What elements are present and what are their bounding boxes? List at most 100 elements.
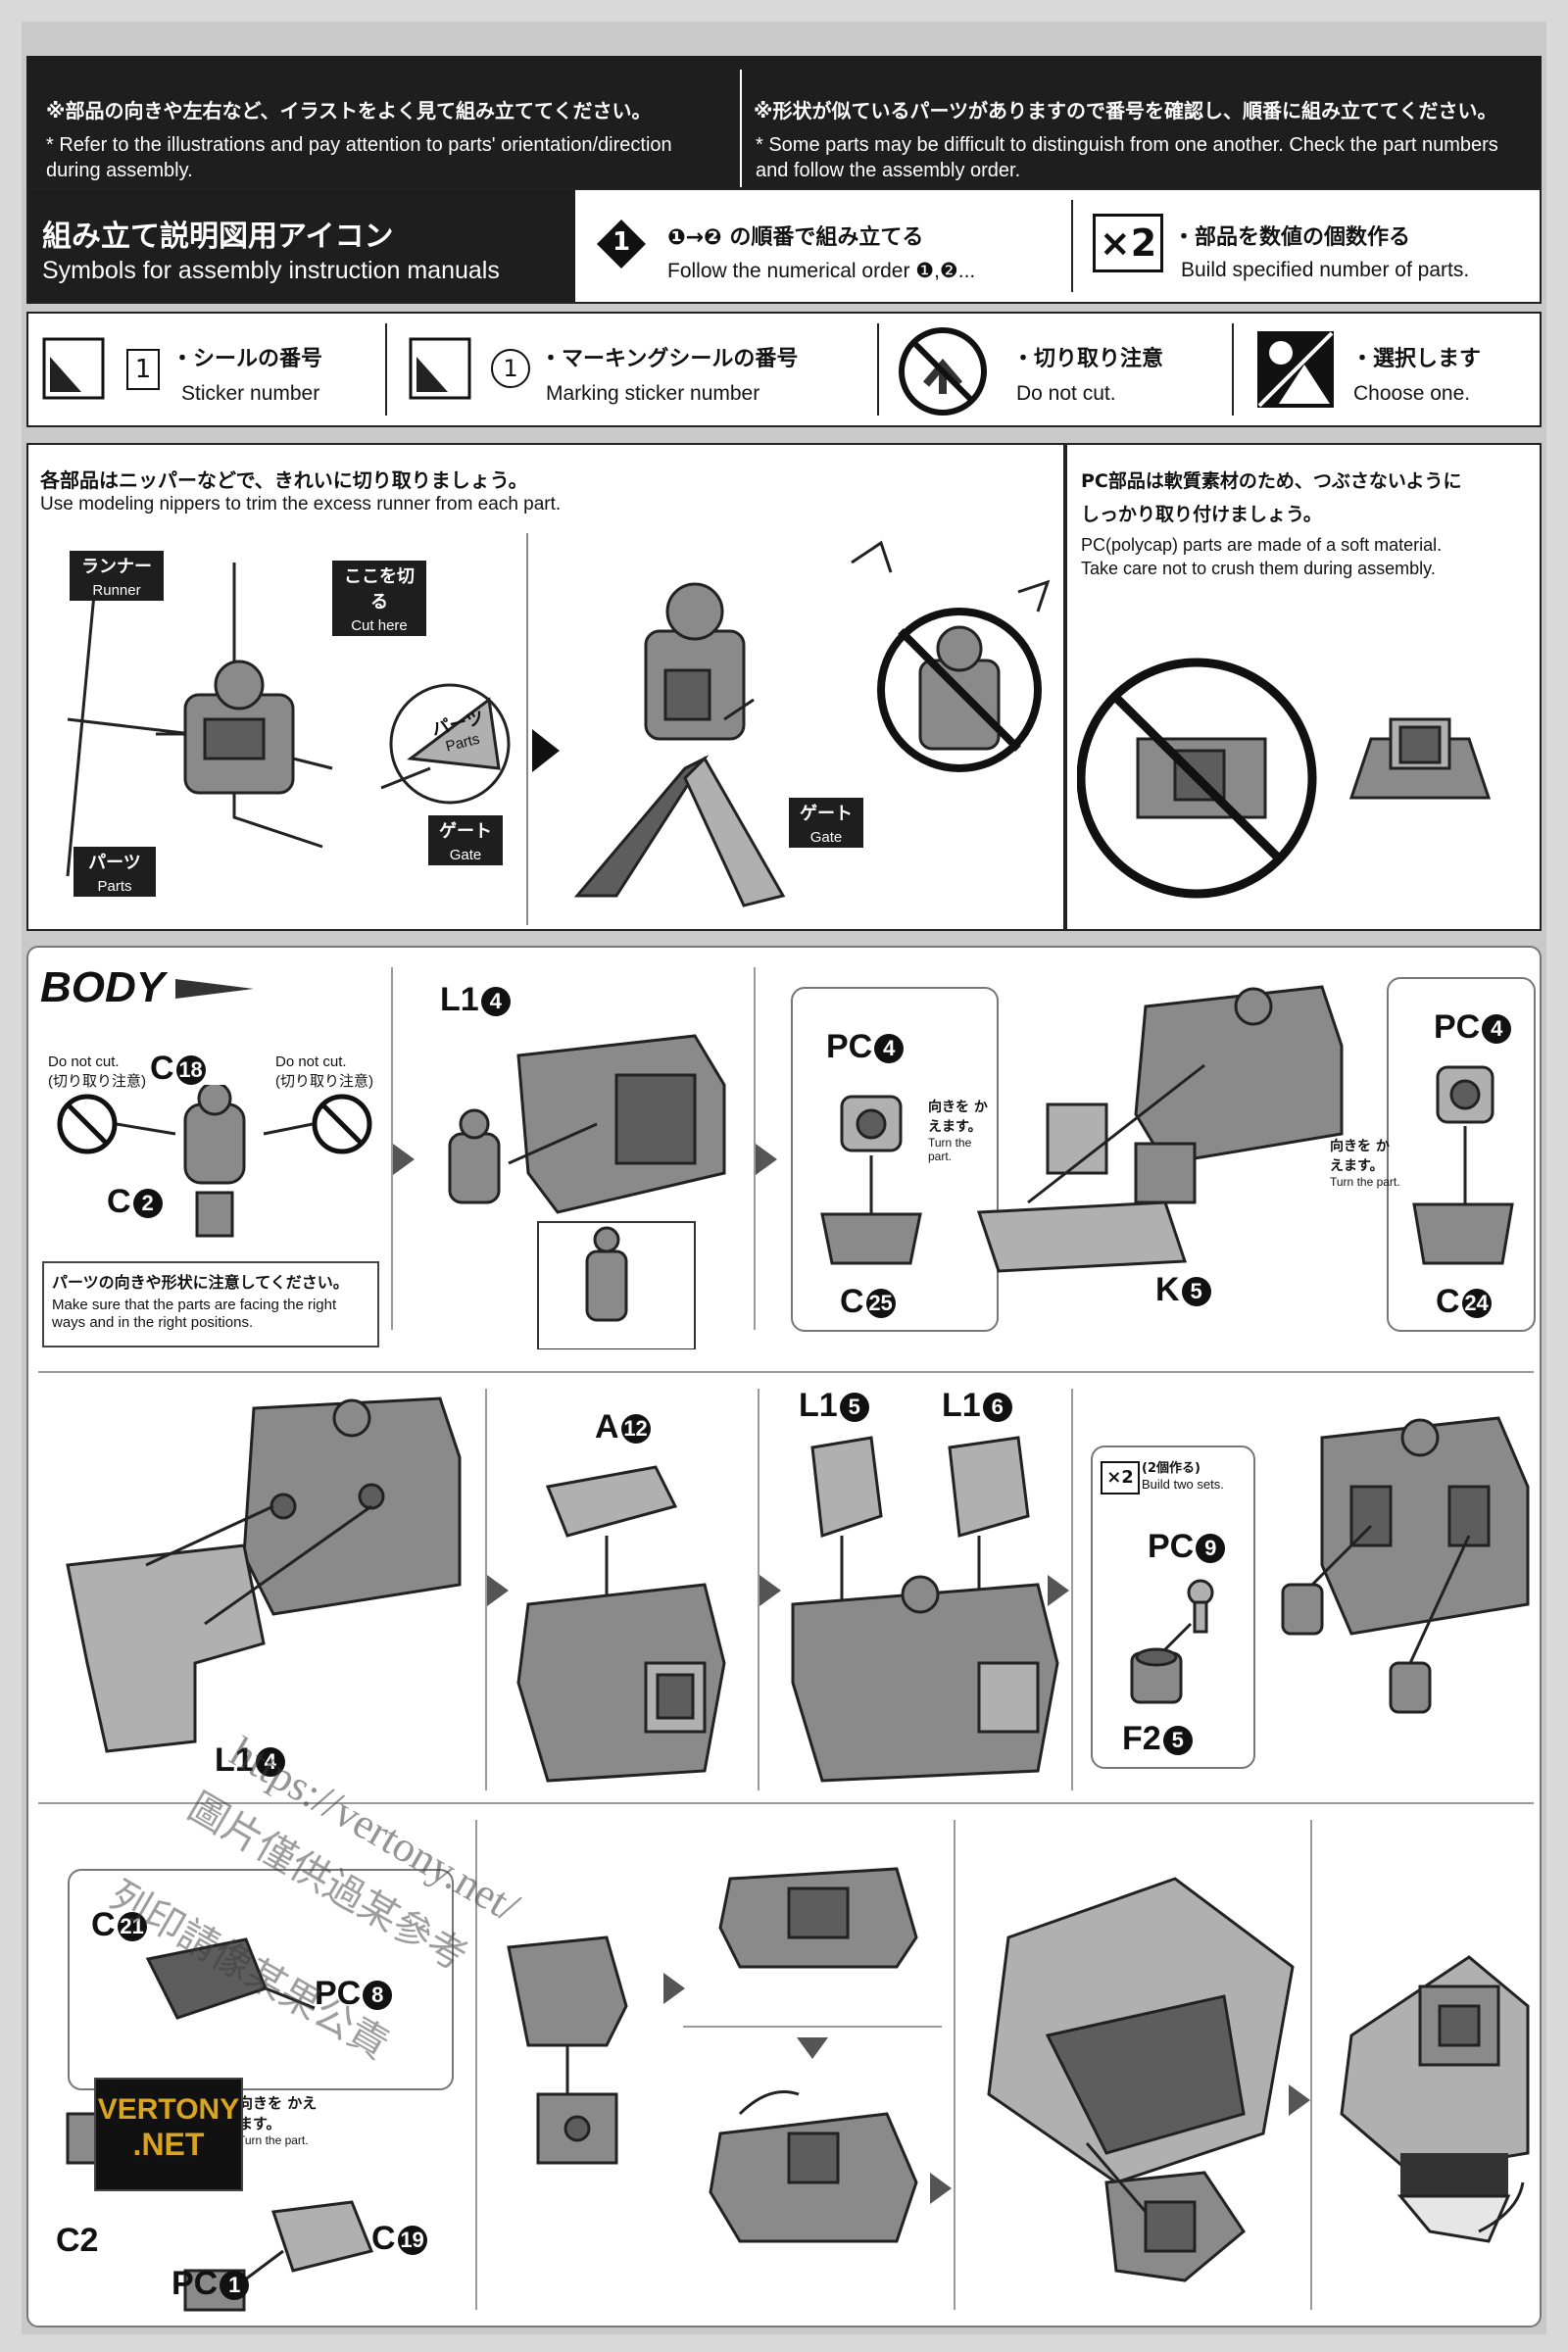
header-right-en: * Some parts may be difficult to disting… xyxy=(756,134,1498,181)
label-c24-letter: C xyxy=(1436,1283,1460,1320)
body-step-arrow-5 xyxy=(1048,1575,1069,1606)
nipper-en: Use modeling nippers to trim the excess … xyxy=(40,494,562,514)
donotcut-b: Do not cut.(切り取り注意) xyxy=(275,1054,373,1091)
label-c25-letter: C xyxy=(840,1283,864,1320)
cut-here-tag: ここを切る Cut here xyxy=(332,561,426,636)
label-a12-number: 12 xyxy=(620,1414,651,1445)
body-div-1 xyxy=(391,967,393,1330)
nipper-jp: 各部品はニッパーなどで、きれいに切り取りましょう。 xyxy=(40,468,528,492)
body-div-4 xyxy=(758,1389,760,1790)
manual-page: ※部品の向きや左右など、イラストをよく見て組み立ててください。 * Refer … xyxy=(22,22,1546,2334)
label-k5-letter: K xyxy=(1155,1271,1180,1308)
orientation-note-en: Make sure that the parts are facing the … xyxy=(52,1297,337,1331)
gate-jp: ゲート xyxy=(428,815,503,845)
nocut-jp: ・切り取り注意 xyxy=(1012,347,1164,371)
polycap-jp2: しっかり取り付けましょう。 xyxy=(1081,504,1322,525)
label-pc9-letter: PC xyxy=(1148,1528,1195,1565)
body-title-text: BODY xyxy=(40,963,166,1011)
label-l14-number: 4 xyxy=(480,987,511,1017)
step2-illustration xyxy=(448,1034,726,1349)
runner-illustration xyxy=(66,562,511,877)
body-section: BODY Do not cut.(切り取り注意) Do not cut.(切り取… xyxy=(26,946,1542,2328)
choose-jp: ・選択します xyxy=(1351,347,1482,371)
parts-jp: パーツ xyxy=(74,847,156,876)
label-l14b-number: 4 xyxy=(255,1747,285,1778)
step9-illustration xyxy=(507,1936,628,2165)
nipper-divider xyxy=(526,533,528,925)
step10b-illustration xyxy=(709,2090,918,2243)
label-pc4b-number: 4 xyxy=(1482,1014,1512,1045)
legend-divider-1 xyxy=(385,323,387,416)
orientation-note: パーツの向きや形状に注意してください。 Make sure that the p… xyxy=(42,1261,379,1348)
watermark-logo-line1: VERTONY xyxy=(97,2093,240,2126)
label-pc1-number: 1 xyxy=(220,2271,250,2301)
label-pc1-letter: PC xyxy=(172,2265,219,2302)
symbols-divider-1 xyxy=(1071,200,1073,292)
label-c18-letter: C xyxy=(150,1050,174,1087)
body-step-arrow-4 xyxy=(760,1575,781,1606)
marking-en: Marking sticker number xyxy=(546,382,760,405)
x2-en: Build two sets. xyxy=(1142,1477,1224,1492)
turn-b-en: Turn the part. xyxy=(1330,1175,1400,1189)
turn-a-en: Turn the part. xyxy=(928,1136,972,1163)
body-step-arrow-6 xyxy=(663,1973,685,2004)
multiply-badge-text: ×2 xyxy=(1099,221,1157,265)
body-step-arrow-9 xyxy=(1289,2084,1310,2116)
header-banner: ※部品の向きや左右など、イラストをよく見て組み立ててください。 * Refer … xyxy=(26,56,1542,201)
marking-icon xyxy=(409,337,471,400)
polycap-jp1: PC部品は軟質素材のため、つぶさないように xyxy=(1081,470,1462,492)
body-div-2 xyxy=(754,967,756,1330)
runner-jp: ランナー xyxy=(70,551,164,580)
x2-badge: ×2 xyxy=(1101,1461,1140,1494)
body-step-arrow-1 xyxy=(393,1144,415,1175)
donotcut-a-en: Do not cut. xyxy=(48,1054,120,1070)
label-f25-letter: F2 xyxy=(1122,1720,1161,1757)
legend-row: 1 ・シールの番号 Sticker number 1 ・マーキングシールの番号 … xyxy=(26,312,1542,427)
watermark-logo-line2: .NET xyxy=(132,2127,205,2162)
body-hdiv-2 xyxy=(38,1802,1534,1804)
header-left-jp: ※部品の向きや左右など、イラストをよく見て組み立ててください。 xyxy=(46,99,652,122)
legend-divider-3 xyxy=(1232,323,1234,416)
order-diamond-icon xyxy=(597,220,646,269)
symbols-row: 組み立て説明図用アイコン Symbols for assembly instru… xyxy=(26,188,1542,304)
order-jp: ❶→❷ の順番で組み立てる xyxy=(667,225,924,250)
polycap-en2: Take care not to crush them during assem… xyxy=(1081,559,1436,578)
runner-en: Runner xyxy=(70,580,164,601)
step12-illustration xyxy=(1340,1955,1530,2243)
label-c18-number: 18 xyxy=(175,1055,206,1086)
nocut-en: Do not cut. xyxy=(1016,382,1116,405)
trim-illustration xyxy=(573,540,1051,907)
x2-jp: (2個作る) xyxy=(1142,1461,1200,1476)
order-badge: 1 xyxy=(597,220,646,269)
body-hdiv-1 xyxy=(38,1371,1534,1373)
step10a-illustration xyxy=(718,1867,918,1969)
label-f25-number: 5 xyxy=(1162,1726,1193,1756)
sticker-jp: ・シールの番号 xyxy=(172,347,323,371)
label-c20-text: C2 xyxy=(56,2222,99,2259)
label-l15-letter: L1 xyxy=(799,1387,838,1424)
pc4-c25-illustration xyxy=(820,1095,922,1265)
label-c21-letter: C xyxy=(91,1906,116,1943)
runner-tag: ランナー Runner xyxy=(70,551,164,601)
polycap-en1: PC(polycap) parts are made of a soft mat… xyxy=(1081,535,1443,555)
body-title: BODY xyxy=(40,963,165,1012)
body-title-swoosh xyxy=(175,979,254,999)
step1-illustration xyxy=(57,1085,372,1238)
body-step-arrow-8 xyxy=(930,2173,952,2204)
label-pc9-number: 9 xyxy=(1196,1534,1226,1564)
label-a12-letter: A xyxy=(595,1408,619,1446)
polycap-panel: PC部品は軟質素材のため、つぶさないように しっかり取り付けましょう。 PC(p… xyxy=(1065,443,1542,931)
turn-c-en: Turn the part. xyxy=(238,2133,309,2147)
marking-jp: ・マーキングシールの番号 xyxy=(540,347,799,371)
